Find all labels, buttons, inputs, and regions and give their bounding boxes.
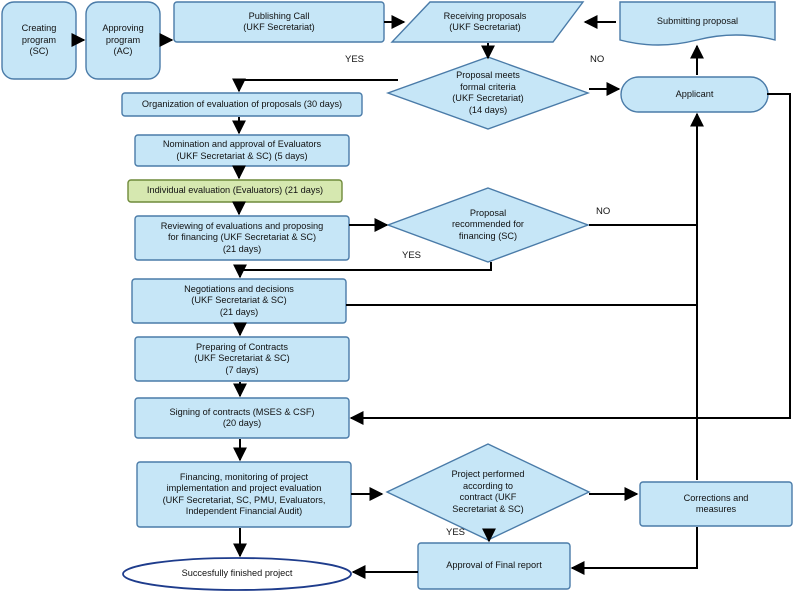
- edge-label-no-criteria: NO: [590, 54, 605, 65]
- t-approving-shape: [85, 1, 161, 80]
- applicant-shape: [620, 76, 769, 113]
- t-publishing-shape: [173, 1, 385, 43]
- t-criteria-shape: [385, 56, 591, 130]
- t-nomination-shape: [134, 134, 350, 167]
- receiving-proposals-shape: [390, 1, 585, 43]
- edge-label-yes-performed: YES: [446, 527, 466, 538]
- edge-label-yes-recommended: YES: [402, 250, 422, 261]
- edge-criteria-yes: [232, 78, 398, 93]
- t-corrections-shape: [639, 481, 793, 527]
- t-financing-shape: [136, 461, 352, 528]
- t-approval-shape: [417, 542, 571, 590]
- edge-recommended-yes: [233, 262, 492, 279]
- t-reviewing-shape: [134, 215, 350, 261]
- t-recommended-shape: [385, 187, 591, 263]
- t-signing-shape: [134, 397, 350, 439]
- t-negotiations-shape: [131, 278, 347, 324]
- t-creating-shape: [1, 1, 77, 80]
- edge-label-yes-criteria: YES: [345, 54, 365, 65]
- submitting-proposal-shape: [619, 1, 776, 46]
- edge-corrections-approval: [570, 527, 698, 575]
- t-performed-shape: [385, 443, 591, 541]
- edge-applicant-signing: [349, 93, 791, 425]
- t-preparing-shape: [134, 336, 350, 382]
- edge-label-no-recommended: NO: [596, 206, 611, 217]
- t-individual-shape: [127, 179, 343, 203]
- finished-project-shape: [122, 557, 352, 591]
- t-organization-shape: [121, 92, 363, 117]
